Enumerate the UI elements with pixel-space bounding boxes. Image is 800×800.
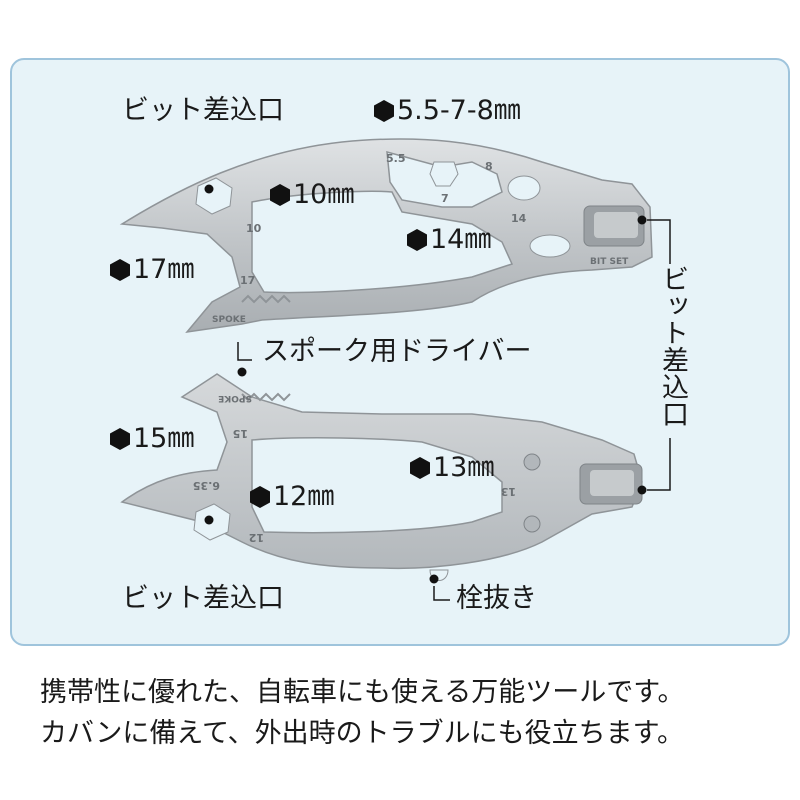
label-text: 17㎜ (133, 254, 195, 285)
hex-icon (110, 428, 130, 450)
top-oval-hole-2 (529, 234, 571, 258)
top-oval-hole (507, 175, 541, 201)
label-hex-5-5-7-8: 5.5-7-8㎜ (374, 96, 521, 126)
label-text: 5.5-7-8㎜ (397, 95, 521, 126)
bottom-tool-body (120, 373, 643, 570)
hex-icon (407, 229, 427, 251)
label-text: 13㎜ (433, 452, 495, 483)
engraving: 13 (501, 485, 516, 498)
top-tool-body (119, 138, 653, 334)
label-text: 14㎜ (430, 224, 492, 255)
label-hex-13: 13㎜ (410, 453, 494, 483)
multitool-illustration: 5.5 8 7 14 10 17 SPOKE BIT SET SPOKE 15 … (119, 138, 671, 601)
engraving: SPOKE (218, 393, 252, 403)
engraving: 14 (511, 212, 527, 225)
hex-icon (374, 100, 394, 122)
label-hex-14: 14㎜ (407, 225, 491, 255)
engraving: 17 (240, 274, 255, 287)
label-text: 15㎜ (133, 423, 195, 454)
caption-line-2: カバンに備えて、外出時のトラブルにも役立ちます。 (40, 718, 684, 749)
engraving: 10 (246, 222, 262, 235)
engraving: 7 (441, 192, 449, 205)
engraving: 8 (485, 160, 493, 173)
label-bit-insert-top: ビット差込口 (122, 95, 284, 126)
hex-icon (410, 457, 430, 479)
engraving: 6.35 (193, 479, 220, 492)
label-hex-17: 17㎜ (110, 255, 194, 285)
label-text: 12㎜ (273, 481, 335, 512)
product-panel: 5.5 8 7 14 10 17 SPOKE BIT SET SPOKE 15 … (10, 58, 790, 646)
hex-icon (270, 184, 290, 206)
label-bit-insert-bottom: ビット差込口 (122, 583, 284, 614)
rivet (523, 453, 541, 471)
engraving: BIT SET (590, 257, 629, 267)
hex-icon (110, 259, 130, 281)
hex-icon (250, 486, 270, 508)
caption-line-1: 携帯性に優れた、自転車にも使える万能ツールです。 (40, 677, 685, 708)
label-cork-puller: 栓抜き (456, 583, 537, 614)
engraving: 12 (249, 531, 264, 544)
label-hex-15: 15㎜ (110, 424, 194, 454)
label-text: 10㎜ (293, 179, 355, 210)
engraving: 5.5 (386, 152, 406, 165)
label-hex-12: 12㎜ (250, 482, 334, 512)
label-spoke-driver: スポーク用ドライバー (262, 336, 532, 367)
label-bit-insert-right: ビット差込口 (657, 265, 688, 427)
engraving: 15 (233, 427, 248, 440)
label-hex-10: 10㎜ (270, 180, 354, 210)
rivet-2 (523, 515, 541, 533)
engraving: SPOKE (212, 315, 246, 325)
